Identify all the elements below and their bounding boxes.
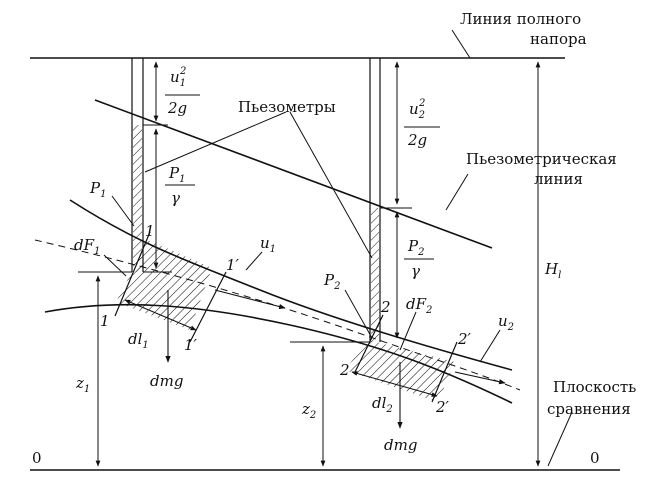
label-sec-1-bottom: 1 xyxy=(100,312,110,330)
label-piezometers: Пьезометры xyxy=(238,98,336,116)
section-1p-line xyxy=(189,271,227,343)
math-H: Hl xyxy=(544,260,561,281)
label-sec-2-bottom: 2 xyxy=(339,361,350,379)
math-gamma-1: γ xyxy=(171,189,180,207)
piezometer-2-liquid xyxy=(371,208,379,342)
math-df1: dF1 xyxy=(74,236,100,257)
label-sec-2p-top: 2′ xyxy=(457,330,472,348)
label-sec-1-top: 1 xyxy=(145,222,155,240)
leader-df2 xyxy=(399,311,417,351)
leader-piezometer-1 xyxy=(144,111,287,173)
label-piezometric-2: линия xyxy=(534,170,583,188)
math-dmg-2: dmg xyxy=(384,436,417,454)
math-df2: dF2 xyxy=(406,295,432,316)
label-piezometric-1: Пьезометрическая xyxy=(466,150,617,168)
math-z2: z2 xyxy=(301,400,316,421)
label-sec-2-top: 2 xyxy=(380,298,391,316)
math-p1-num: P1 xyxy=(168,164,185,185)
math-u2-sq: u22 xyxy=(409,98,425,121)
leader-p1 xyxy=(111,195,135,227)
label-sec-2p-bottom: 2′ xyxy=(435,398,450,416)
label-total-head-2: напора xyxy=(530,30,587,48)
arrow-u2 xyxy=(454,371,506,385)
math-dl2: dl2 xyxy=(372,394,393,415)
arrow-u1 xyxy=(214,289,286,310)
leader-df1 xyxy=(103,254,127,277)
math-u1-sq: u12 xyxy=(170,66,186,89)
math-p2-num: P2 xyxy=(407,237,424,258)
center-streamline xyxy=(34,239,521,391)
math-z1: z1 xyxy=(75,374,90,395)
math-p2: P2 xyxy=(323,271,340,292)
dim-dl2 xyxy=(351,371,438,397)
math-2g-1: 2g xyxy=(167,99,187,117)
dim-dl1 xyxy=(124,299,197,331)
leader-total-head xyxy=(451,29,471,59)
label-sec-1p-bottom: 1′ xyxy=(184,336,198,354)
leader-u1 xyxy=(245,251,263,271)
math-p1: P1 xyxy=(89,179,106,200)
piezometric-line xyxy=(94,99,493,249)
math-2g-2: 2g xyxy=(407,131,427,149)
label-datum-1: Плоскость xyxy=(553,378,636,396)
leader-datum xyxy=(547,411,573,467)
leader-p2 xyxy=(344,289,373,339)
math-dl1: dl1 xyxy=(128,330,149,351)
label-zero-right: 0 xyxy=(590,449,600,467)
label-zero-left: 0 xyxy=(32,449,42,467)
label-sec-1p-top: 1′ xyxy=(226,256,240,274)
math-u2: u2 xyxy=(498,312,514,333)
leader-piezometer-2 xyxy=(289,111,373,259)
piezometer-1-liquid xyxy=(133,125,142,272)
math-gamma-2: γ xyxy=(411,262,420,280)
math-dmg-1: dmg xyxy=(150,372,183,390)
math-u1: u1 xyxy=(260,234,276,255)
label-datum-2: сравнения xyxy=(547,400,631,418)
leader-u2 xyxy=(479,329,501,363)
section-1-line xyxy=(114,231,151,317)
label-total-head-1: Линия полного xyxy=(460,10,581,28)
leader-piezometric xyxy=(445,173,469,211)
